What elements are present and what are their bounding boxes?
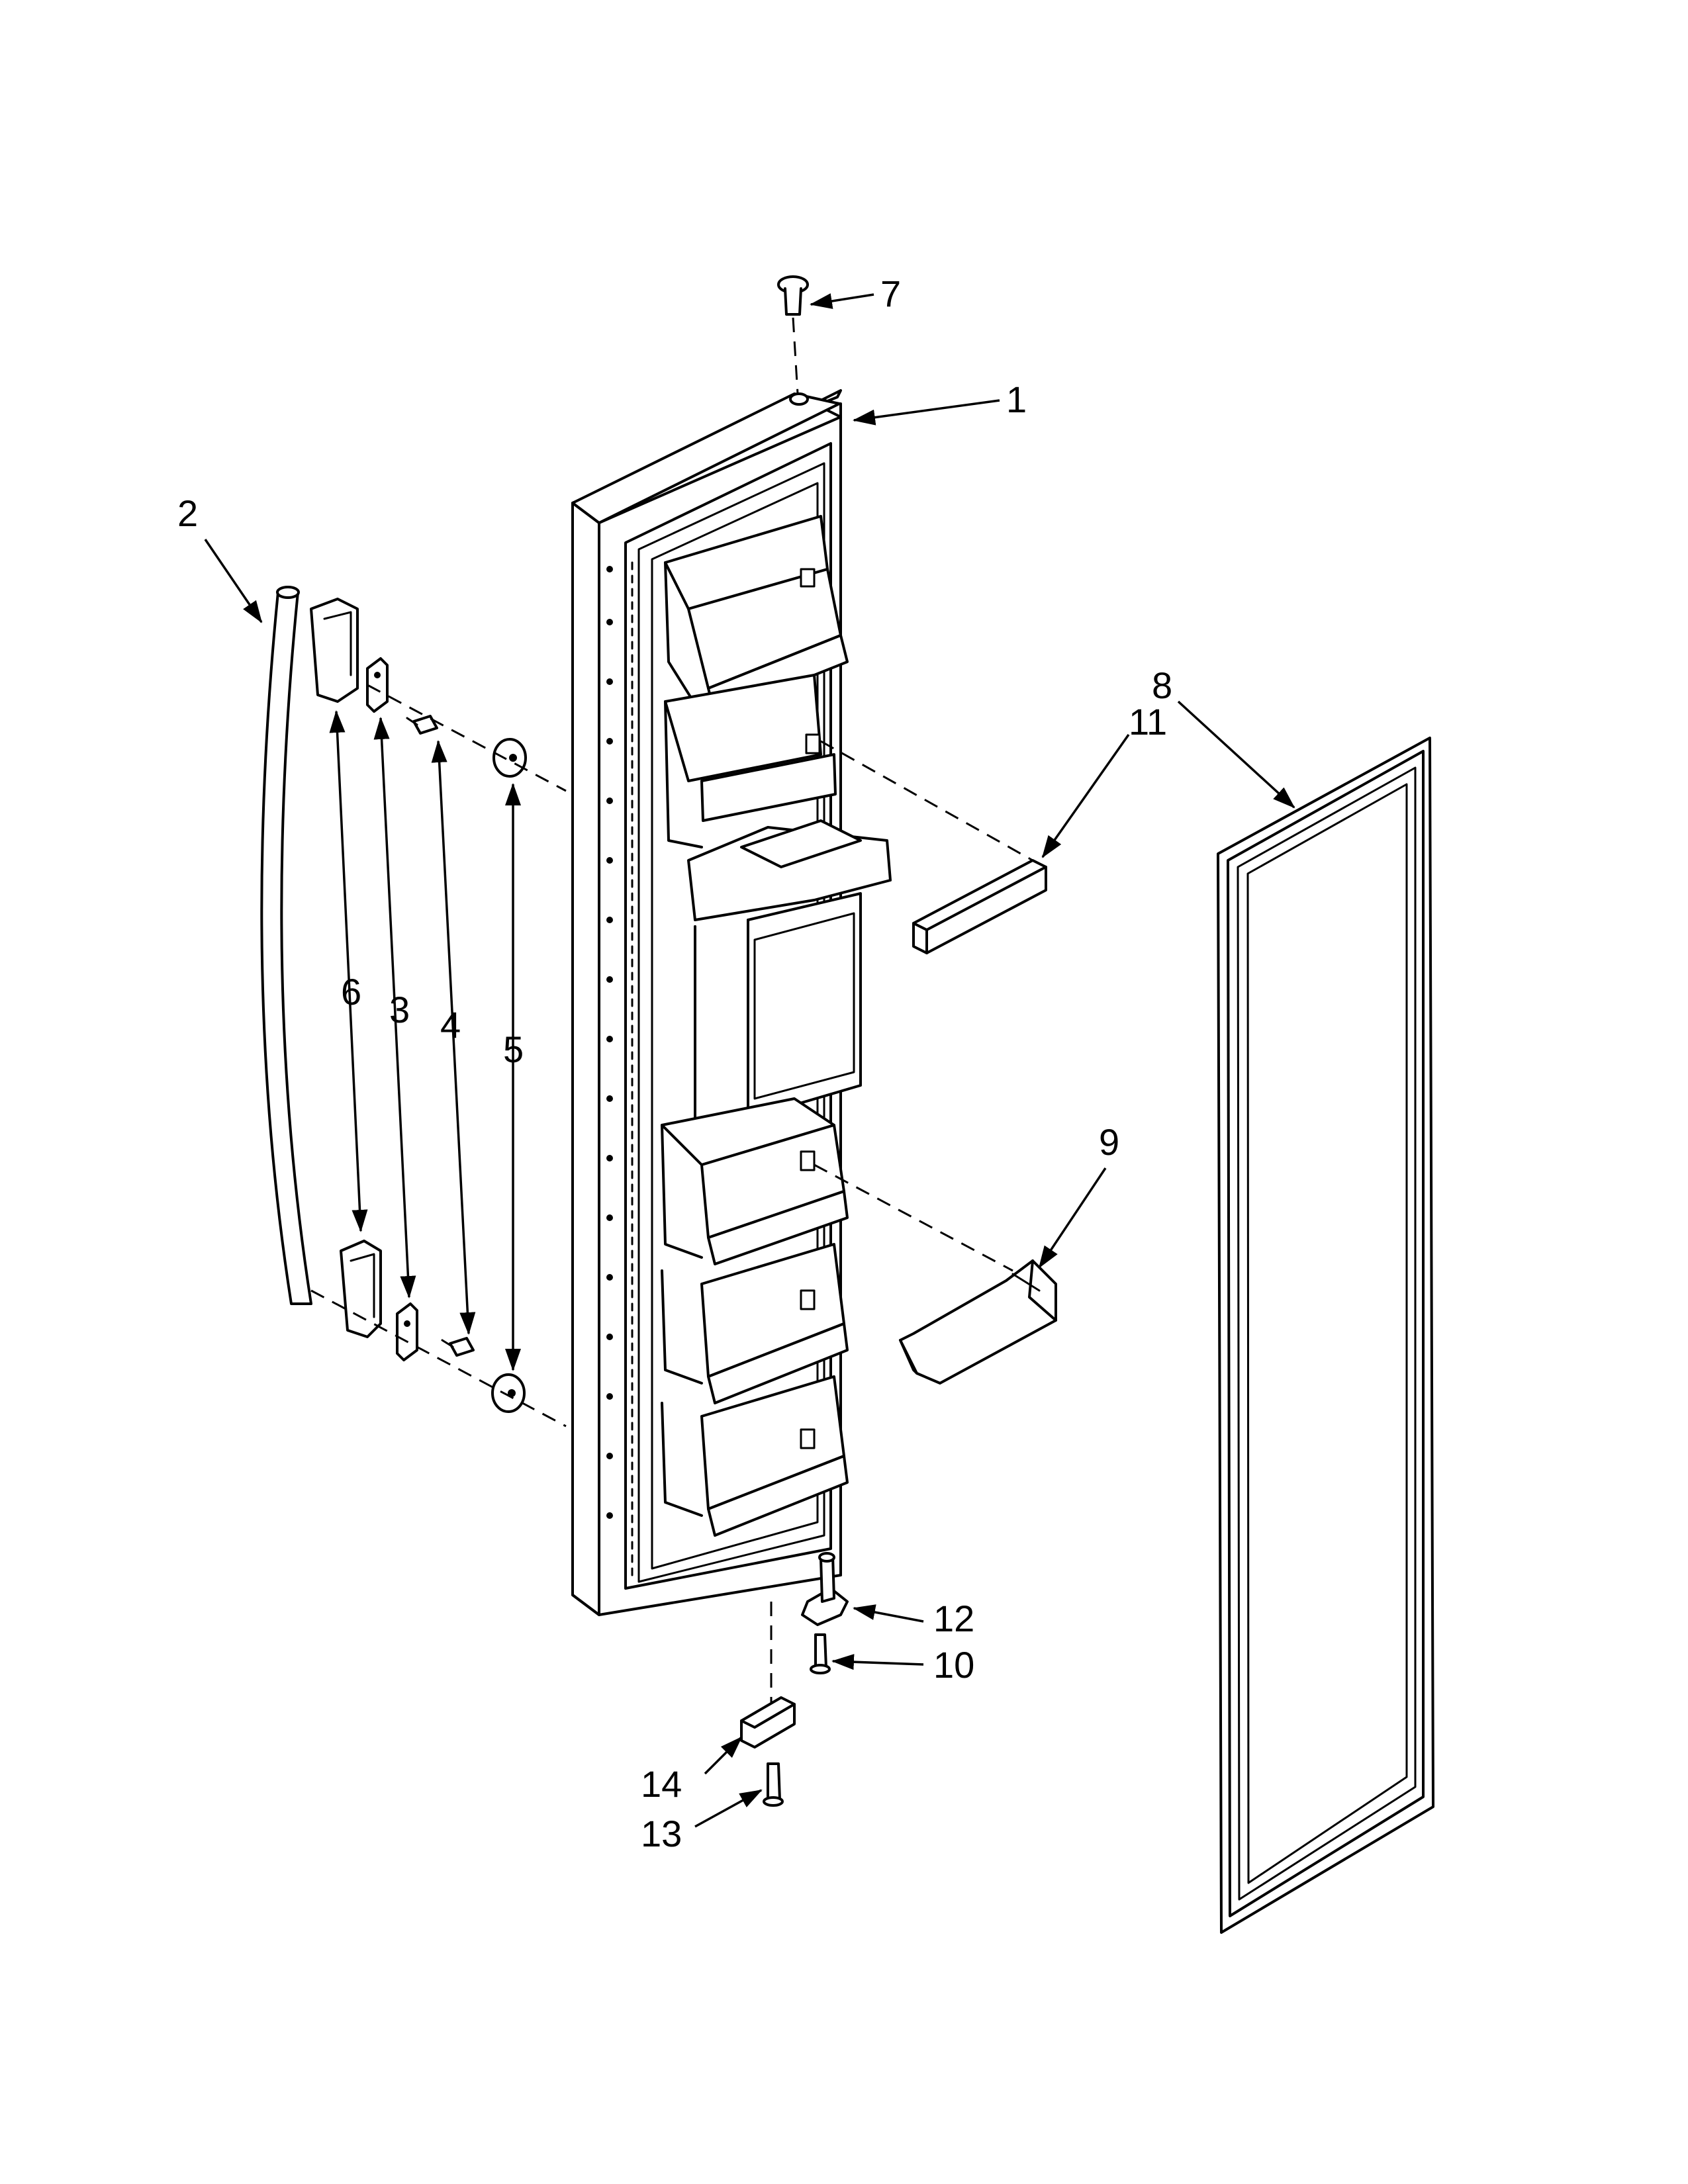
ice-dispenser-chute (687, 819, 892, 1126)
lower-door-bin-2 (661, 1243, 849, 1404)
part-3-upper-bracket (366, 657, 389, 713)
door-assembly (571, 389, 892, 1616)
part-13-screw (694, 1762, 784, 1828)
second-door-bin (664, 674, 837, 848)
callout-14: 14 (641, 1763, 682, 1805)
callout-7: 7 (880, 273, 901, 314)
part-4-upper-screw (406, 715, 438, 735)
part-9-door-bin (814, 1163, 1107, 1385)
part-6-upper-end-cap (310, 598, 359, 703)
part-8-door-gasket (1177, 700, 1434, 1934)
callout-13: 13 (641, 1813, 682, 1854)
callout-9: 9 (1099, 1121, 1119, 1163)
lower-door-bin-1 (661, 1097, 849, 1265)
lower-door-bin-3 (661, 1375, 849, 1537)
callout-6: 6 (341, 971, 361, 1013)
part-5-lower-stud (491, 1373, 526, 1413)
part-7-hinge-bushing (777, 275, 874, 394)
callout-5: 5 (503, 1028, 524, 1070)
callout-10: 10 (933, 1644, 974, 1686)
door-edge-holes (606, 566, 613, 1519)
part-3-lower-bracket (396, 1302, 418, 1361)
part-2-handle (204, 539, 312, 1305)
part-4-lower-screw (441, 1337, 475, 1357)
part-10-hinge-screw (810, 1633, 924, 1674)
part-14-hinge-block (704, 1602, 796, 1775)
callout-3: 3 (389, 989, 410, 1030)
part-5-upper-stud (492, 738, 527, 778)
part-11-shelf-bar (820, 733, 1130, 954)
callout-12: 12 (933, 1598, 974, 1639)
callout-11: 11 (1129, 701, 1167, 743)
part-6-lower-end-cap (340, 1240, 382, 1338)
callout-2: 2 (177, 492, 198, 534)
callout-4: 4 (440, 1004, 461, 1046)
callout-8: 8 (1152, 664, 1172, 706)
callout-1: 1 (1006, 379, 1027, 420)
part-12-hinge-pin (801, 1552, 924, 1626)
